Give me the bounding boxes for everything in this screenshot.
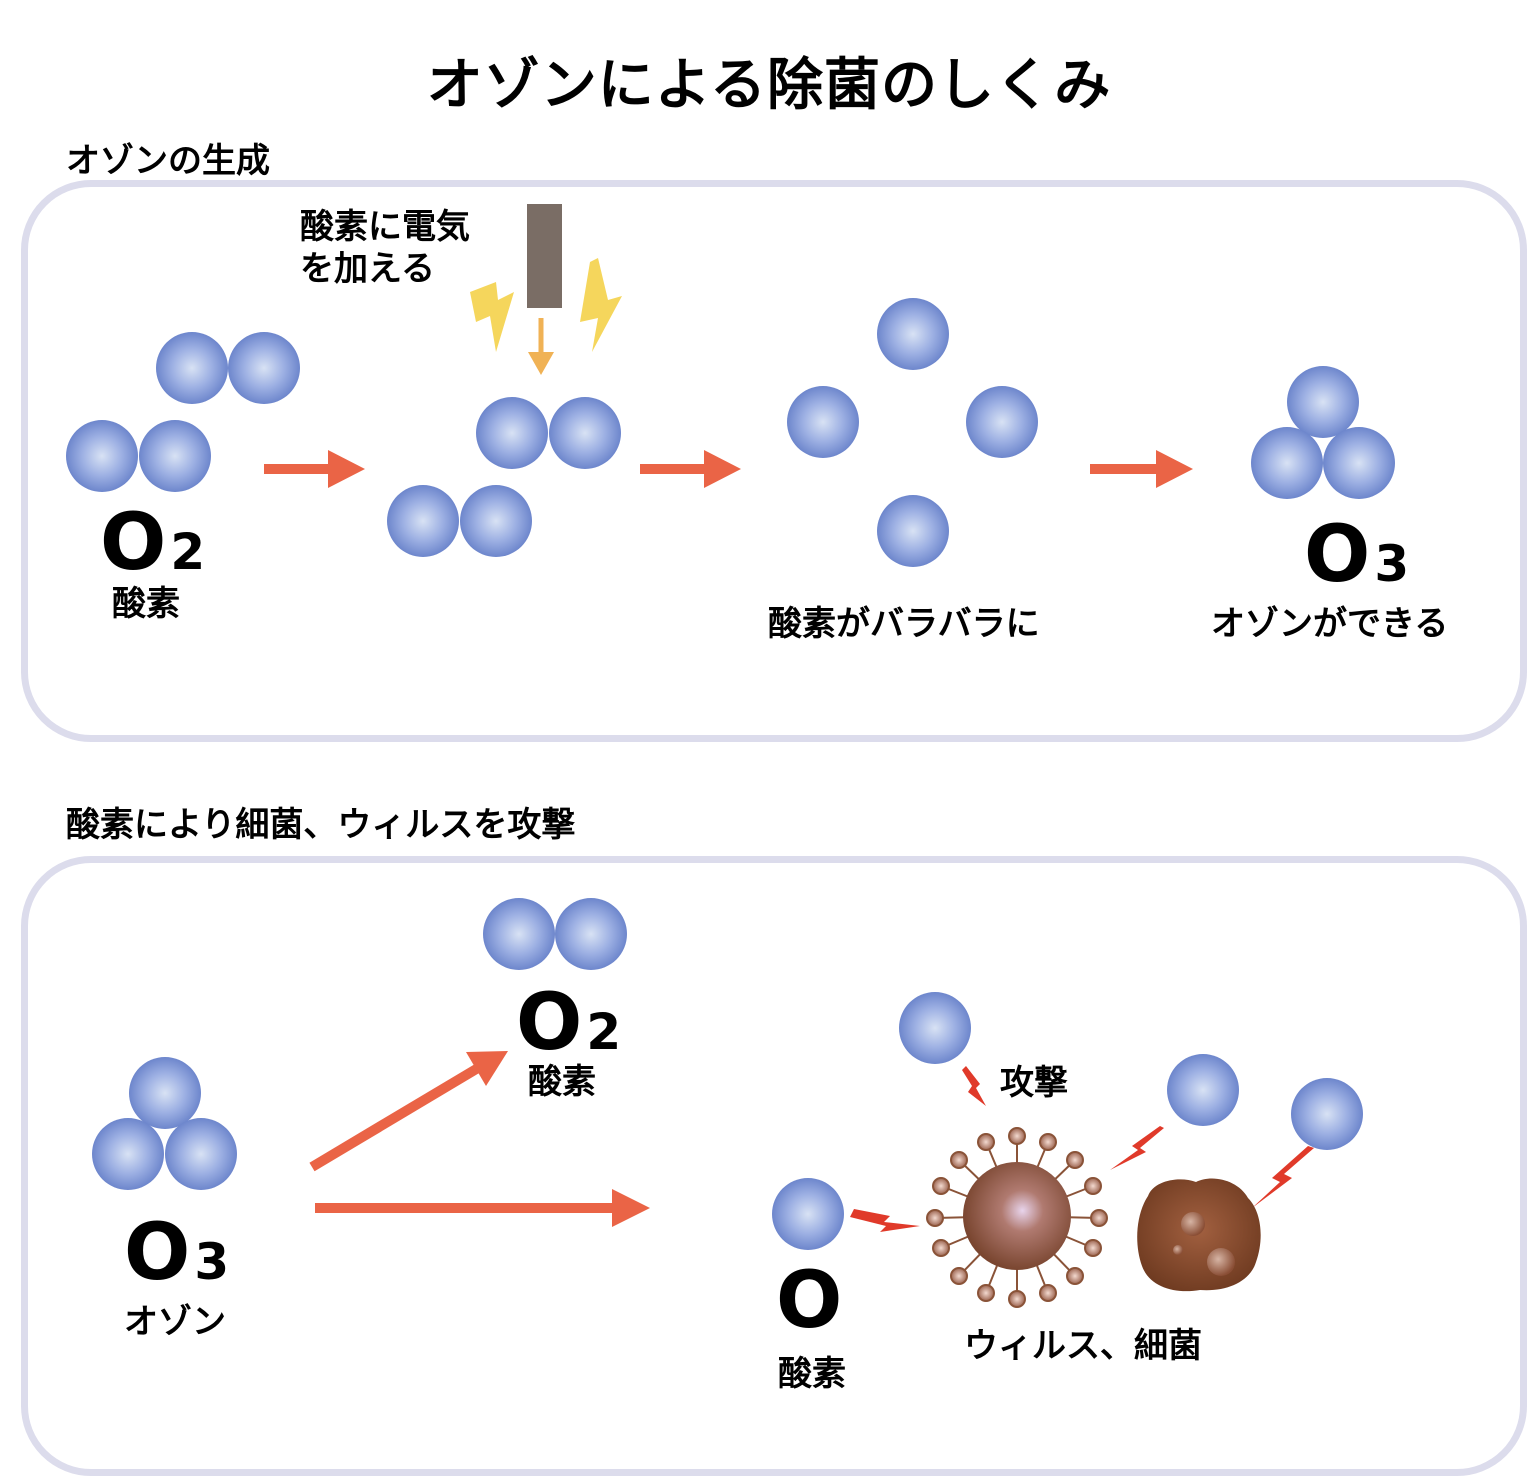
formula-subscript: 3 [1374,535,1410,593]
split-oxygen-atoms [787,298,1038,567]
o-name: 酸素 [778,1354,846,1394]
oxygen-atom [787,386,859,458]
oxygen-atom [92,1118,164,1190]
lightning-spark-icon [470,282,514,352]
oxygen-atom [66,420,138,492]
o-formula: O [776,1256,843,1346]
attack-panel [21,856,1527,1476]
electric-label-line1: 酸素に電気 [300,207,470,247]
down-arrow-head [528,352,554,375]
ozone-molecule-source [92,1057,237,1190]
page-title: オゾンによる除菌のしくみ [426,53,1112,118]
attack-label: 攻撃 [1000,1063,1068,1103]
oxygen-atom [156,332,228,404]
process-arrow [1090,450,1193,488]
attack-bolt-icon [850,1209,920,1232]
formula-subscript: 2 [586,1003,622,1061]
oxygen-atom [1323,427,1395,499]
oxygen-atom [549,397,621,469]
single-oxygen-atom [772,1178,844,1250]
formula-letter: O [1304,510,1371,600]
target-label: ウィルス、細菌 [964,1326,1202,1366]
o2-molecules-initial [66,332,300,492]
o2-name-product: 酸素 [528,1062,596,1102]
o2-formula-product: O2 [516,984,621,1062]
process-arrow [640,450,741,488]
oxygen-atom [139,420,211,492]
o2-molecules-energized [387,397,621,557]
oxygen-atom [483,898,555,970]
formula-subscript: 3 [194,1233,230,1291]
virus-icon [926,1127,1108,1308]
oxygen-atom [387,485,459,557]
electric-label: 酸素に電気 を加える [300,206,470,290]
attack-bolt-icon [1252,1146,1314,1208]
electrode-icon [527,204,562,308]
o3-formula-source: O3 [124,1214,229,1292]
oxygen-atom [966,386,1038,458]
o3-name-source: オゾン [124,1302,226,1342]
oxygen-atom [877,495,949,567]
single-oxygen-atom [1167,1054,1239,1126]
o3-name: オゾンができる [1211,604,1449,644]
o2-formula: O2 [100,504,205,582]
formula-subscript: 2 [170,523,206,581]
lightning-spark-icon [580,258,622,352]
section-heading-generation: オゾンの生成 [66,141,270,181]
formula-letter: O [124,1208,191,1298]
oxygen-atom [1287,366,1359,438]
single-oxygen-atom [899,992,971,1064]
oxygen-atom [460,485,532,557]
single-oxygen-atom [1291,1078,1363,1150]
oxygen-atom [476,397,548,469]
oxygen-atom [1251,427,1323,499]
oxygen-atom [129,1057,201,1129]
oxygen-atom [877,298,949,370]
process-arrow [264,450,365,488]
split-label: 酸素がバラバラに [768,604,1040,644]
section-heading-attack: 酸素により細菌、ウィルスを攻撃 [66,805,576,845]
horizontal-arrow [315,1189,650,1227]
oxygen-atom [228,332,300,404]
diagonal-arrow [309,1051,508,1172]
oxygen-atom [555,898,627,970]
attack-bolt-icon [1110,1126,1164,1170]
o2-name: 酸素 [112,584,180,624]
bacterium-icon [1137,1178,1261,1292]
formula-letter: O [100,498,167,588]
oxygen-atom [165,1118,237,1190]
formula-letter: O [516,978,583,1068]
o2-molecule-product [483,898,627,970]
electric-label-line2: を加える [300,249,435,289]
ozone-molecule [1251,366,1395,499]
o3-formula: O3 [1304,516,1409,594]
attack-bolt-icon [962,1066,986,1106]
